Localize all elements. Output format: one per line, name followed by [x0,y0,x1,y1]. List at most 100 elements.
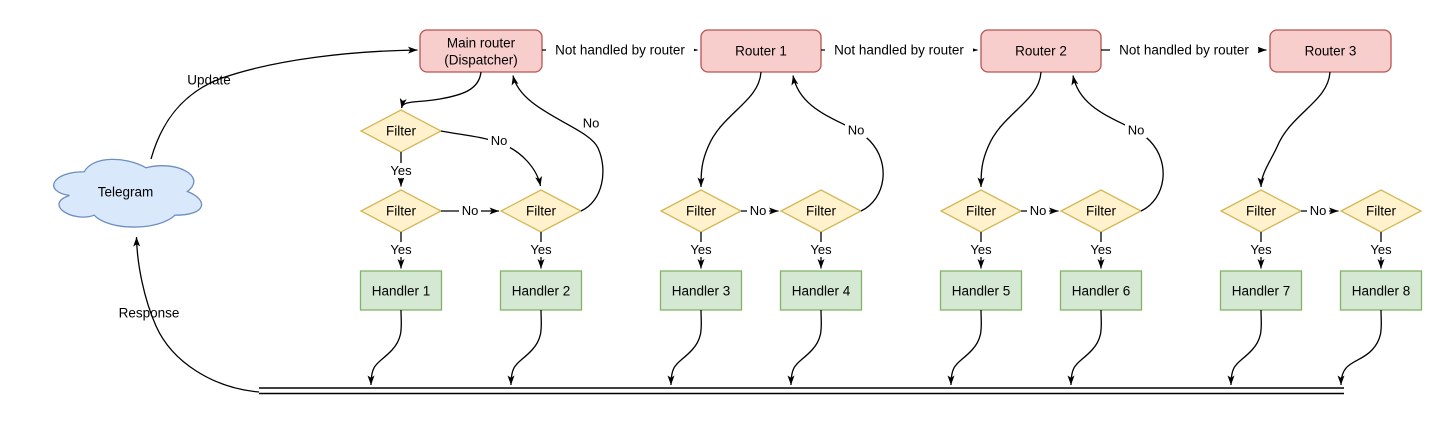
label-update: Update [187,73,231,88]
label-yes-handler-6: Yes [1087,242,1115,257]
label-yes-handler-7: Yes [1247,242,1275,257]
edge-handler-7-out [1227,309,1262,386]
label-bg [459,203,481,219]
handler-2-box [499,270,583,311]
label-bg [845,123,867,138]
label-yes-handler-4: Yes [807,242,835,257]
router-3-label: Router 3 [1305,44,1357,59]
label-bg [1027,203,1049,219]
filter-r3-right-shape [1339,189,1423,233]
label-bg [387,242,415,257]
edge-handler-4-out [787,309,822,386]
node-router-3: Router 3 [1269,29,1392,73]
handler-5-label: Handler 5 [952,284,1011,299]
svg-text:No: No [1030,203,1047,218]
handler-4-label: Handler 4 [792,284,851,299]
svg-text:No: No [848,123,865,138]
filter-main-left: Filter [359,189,443,233]
handler-8-label: Handler 8 [1352,284,1411,299]
label-bg [1367,242,1395,257]
node-handler-5: Handler 5 [939,270,1023,311]
filter-r3-left-label: Filter [1246,204,1277,219]
filter-r2-left-label: Filter [966,204,997,219]
filter-r2-right-label: Filter [1086,204,1117,219]
label-bg [687,242,715,257]
filter-main-left-label: Filter [386,204,417,219]
svg-text:Yes: Yes [1370,242,1392,257]
handler-6-label: Handler 6 [1072,284,1131,299]
edge-handler-6-out [1067,309,1102,386]
node-handler-1: Handler 1 [359,270,443,311]
filter-r1-left-label: Filter [686,204,717,219]
label-no-r2-return: No [1125,123,1147,138]
filter-r2-left: Filter [939,189,1023,233]
node-handler-4: Handler 4 [779,270,863,311]
svg-text:Not handled by router: Not handled by router [834,43,964,58]
svg-text:Update: Update [187,73,231,88]
main-router-label-line2: (Dispatcher) [444,53,518,68]
handler-7-label: Handler 7 [1232,284,1291,299]
label-bg [546,42,694,58]
svg-text:No: No [1128,123,1145,138]
main-router-label-line1: Main router [447,36,516,51]
edge-handler-1-out [367,309,402,386]
label-yes-handler-5: Yes [967,242,995,257]
cloud-label: Telegram [98,185,154,200]
edge-handler-8-out [1337,309,1382,386]
label-bg [1125,123,1147,138]
edge-r2-to-filter [977,71,1042,188]
edge-handler-2-out [507,309,542,386]
svg-text:Yes: Yes [970,242,992,257]
label-no-r2-mid: No [1027,203,1049,219]
label-not-handled-1: Not handled by router [546,42,694,58]
handler-7-box [1219,270,1303,311]
label-bg [747,203,769,219]
edge-handler-3-out [667,309,702,386]
label-no-r3-mid: No [1307,203,1329,219]
filter-main-top: Filter [359,109,443,153]
node-handler-8: Handler 8 [1339,270,1423,311]
label-yes-handler-1: Yes [387,242,415,257]
svg-text:No: No [750,203,767,218]
label-bg [1247,242,1275,257]
edge-update [150,46,418,160]
label-not-handled-2: Not handled by router [825,42,973,58]
label-not-handled-3: Not handled by router [1110,42,1258,58]
handler-6-box [1059,270,1143,311]
filter-r2-right: Filter [1059,189,1143,233]
svg-text:No: No [462,203,479,218]
label-no-main-top: No [488,133,510,148]
filter-r3-left: Filter [1219,189,1303,233]
label-bg [1087,242,1115,257]
svg-text:Yes: Yes [390,242,412,257]
svg-text:No: No [491,133,508,148]
node-handler-3: Handler 3 [659,270,743,311]
node-telegram-cloud: Telegram [53,158,203,228]
node-handler-7: Handler 7 [1219,270,1303,311]
label-no-main-mid: No [459,203,481,219]
handler-8-box [1339,270,1423,311]
filter-main-right-label: Filter [526,204,557,219]
svg-text:No: No [583,116,600,131]
handler-3-label: Handler 3 [672,284,731,299]
svg-text:Yes: Yes [690,242,712,257]
label-bg [807,242,835,257]
svg-text:Yes: Yes [390,163,412,178]
label-bg [825,42,973,58]
edge-response [133,236,260,393]
router-2-label: Router 2 [1015,44,1067,59]
handler-4-box [779,270,863,311]
filter-r1-right-label: Filter [806,204,837,219]
node-handler-6: Handler 6 [1059,270,1143,311]
edge-filter-r1-right-no-return [791,75,884,212]
router-1-label: Router 1 [735,44,787,59]
label-bg [580,116,602,131]
filter-r3-right: Filter [1339,189,1423,233]
edge-main-to-filter [399,71,482,109]
node-main-router: Main router (Dispatcher) [419,29,543,73]
filter-r3-right-label: Filter [1366,204,1397,219]
filter-main-right: Filter [499,189,583,233]
svg-text:Response: Response [119,306,180,321]
edge-r3-to-filter [1257,71,1331,188]
